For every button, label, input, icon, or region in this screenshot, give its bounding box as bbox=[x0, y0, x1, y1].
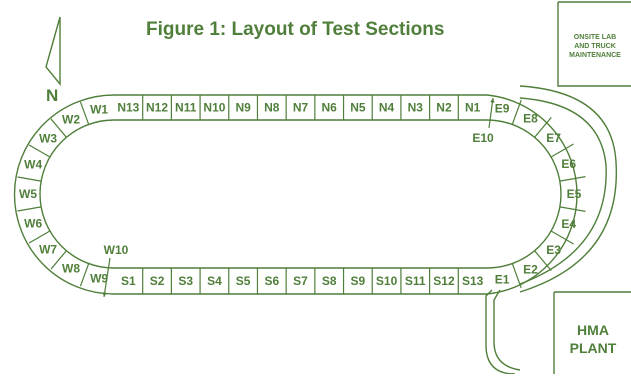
callout-e10-label: E10 bbox=[472, 131, 494, 145]
section-divider bbox=[79, 263, 90, 287]
section-divider bbox=[17, 176, 42, 182]
section-w5: W5 bbox=[19, 187, 37, 201]
section-s11: S11 bbox=[405, 274, 426, 288]
callout-e10-arrow bbox=[488, 97, 494, 129]
track-outer-edge bbox=[13, 94, 578, 295]
north-arrow-icon bbox=[45, 16, 61, 86]
lab-label: ONSITE LAB AND TRUCK MAINTENANCE bbox=[569, 34, 621, 59]
section-s1: S1 bbox=[121, 274, 136, 288]
section-w3: W3 bbox=[39, 132, 57, 146]
section-divider bbox=[50, 118, 67, 138]
section-divider bbox=[28, 230, 51, 244]
callout-w10-arrowhead bbox=[102, 292, 107, 297]
section-s10: S10 bbox=[376, 274, 398, 288]
section-n12: N12 bbox=[146, 101, 168, 115]
access-road-east bbox=[519, 85, 618, 293]
north-label: N bbox=[46, 86, 59, 105]
section-n4: N4 bbox=[379, 101, 395, 115]
section-n7: N7 bbox=[293, 101, 309, 115]
section-e7: E7 bbox=[546, 131, 561, 145]
section-divider bbox=[50, 250, 67, 270]
section-n13: N13 bbox=[117, 101, 139, 115]
callout-e10-arrowhead bbox=[490, 98, 495, 103]
section-n6: N6 bbox=[322, 101, 338, 115]
section-s13: S13 bbox=[462, 274, 484, 288]
section-s6: S6 bbox=[264, 274, 279, 288]
section-n11: N11 bbox=[175, 101, 197, 115]
section-n1: N1 bbox=[465, 101, 481, 115]
section-w8: W8 bbox=[62, 261, 80, 275]
plant-label: HMA PLANT bbox=[569, 322, 617, 356]
section-w1: W1 bbox=[90, 102, 108, 116]
section-divider bbox=[534, 250, 552, 271]
section-divider bbox=[550, 230, 574, 245]
access-road-east-inner bbox=[519, 97, 607, 285]
section-n8: N8 bbox=[264, 101, 280, 115]
section-n10: N10 bbox=[203, 101, 225, 115]
section-divider bbox=[559, 176, 586, 182]
section-s4: S4 bbox=[207, 274, 222, 288]
section-s5: S5 bbox=[236, 274, 251, 288]
section-divider bbox=[17, 206, 42, 212]
section-s7: S7 bbox=[293, 274, 308, 288]
section-e4: E4 bbox=[561, 217, 576, 231]
section-s3: S3 bbox=[178, 274, 193, 288]
section-e8: E8 bbox=[523, 112, 538, 126]
section-divider bbox=[511, 99, 522, 125]
section-e6: E6 bbox=[561, 157, 576, 171]
section-divider bbox=[534, 117, 552, 138]
section-w7: W7 bbox=[39, 242, 57, 256]
lab-building bbox=[557, 1, 631, 87]
page-title: Figure 1: Layout of Test Sections bbox=[146, 19, 445, 40]
section-e2: E2 bbox=[523, 262, 538, 276]
section-w9: W9 bbox=[90, 272, 108, 286]
section-divider bbox=[511, 263, 522, 289]
section-n5: N5 bbox=[350, 101, 366, 115]
section-divider bbox=[79, 101, 90, 125]
section-n2: N2 bbox=[436, 101, 452, 115]
section-e1: E1 bbox=[495, 273, 510, 287]
section-divider bbox=[559, 206, 586, 212]
access-road-inner bbox=[493, 289, 521, 371]
section-s12: S12 bbox=[433, 274, 455, 288]
section-n3: N3 bbox=[408, 101, 424, 115]
section-e3: E3 bbox=[546, 243, 561, 257]
section-n9: N9 bbox=[235, 101, 251, 115]
callout-w10-label: W10 bbox=[104, 243, 129, 257]
plant-building bbox=[553, 291, 631, 374]
section-w2: W2 bbox=[62, 113, 80, 127]
section-s9: S9 bbox=[351, 274, 366, 288]
callout-w10-arrow bbox=[103, 257, 111, 298]
section-s2: S2 bbox=[150, 274, 165, 288]
section-w4: W4 bbox=[24, 158, 42, 172]
section-e5: E5 bbox=[567, 187, 582, 201]
section-divider bbox=[28, 144, 51, 158]
section-divider bbox=[550, 143, 574, 158]
section-w6: W6 bbox=[24, 216, 42, 230]
section-s8: S8 bbox=[322, 274, 337, 288]
section-e9: E9 bbox=[495, 101, 510, 115]
